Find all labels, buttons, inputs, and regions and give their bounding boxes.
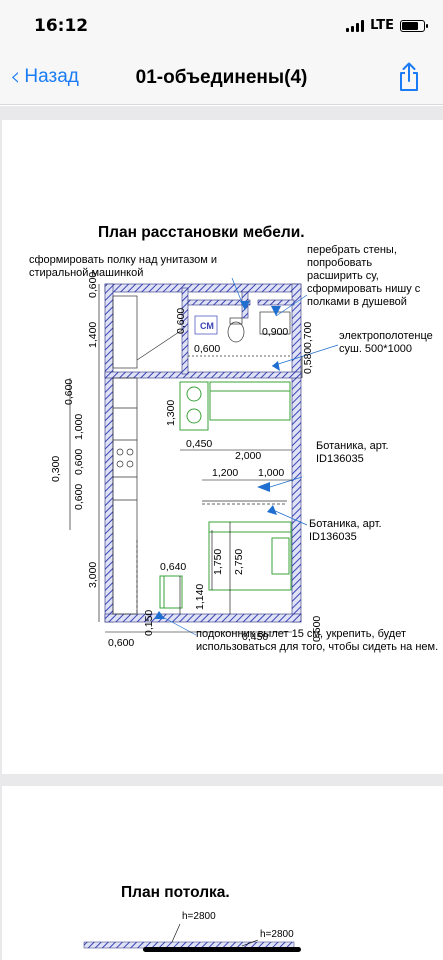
note-walls: перебрать стены, попробовать расширить с… — [307, 244, 421, 308]
document-page-1: План расстановки мебели. сформировать по… — [2, 120, 443, 774]
nav-bar: ‹ Назад 01-объединены(4) — [0, 52, 443, 105]
dim-0150: 0,150 — [143, 610, 155, 636]
dim-1750: 1,750 — [212, 549, 224, 575]
living-furniture — [159, 381, 292, 609]
note-shelf: сформировать полку над унитазом и стирал… — [29, 254, 217, 279]
ceiling-height-1: h=2800 — [182, 911, 216, 922]
dim-0450-bot: 0,450 — [242, 631, 268, 643]
back-label: Назад — [24, 66, 79, 87]
chevron-left-icon: ‹ — [10, 62, 21, 92]
note-botanika-2: Ботаника, арт. ID136035 — [309, 518, 382, 543]
kitchen-cabinets — [112, 295, 183, 615]
status-time: 16:12 — [34, 16, 89, 36]
dim-0640: 0,640 — [160, 561, 186, 573]
document-viewer[interactable]: План расстановки мебели. сформировать по… — [0, 106, 443, 960]
dim-0450-top: 0,450 — [186, 438, 212, 450]
dim-1400: 1,400 — [87, 322, 99, 348]
dim-0600-bot: 0,600 — [108, 637, 134, 649]
dim-2750: 2,750 — [233, 549, 245, 575]
note-towel-dryer: электрополотенце суш. 500*1000 — [339, 330, 433, 355]
dim-0300: 0,300 — [50, 456, 62, 482]
partition — [136, 500, 287, 614]
share-icon — [400, 62, 418, 91]
ceiling-plan-drawing — [83, 923, 295, 949]
dim-1140: 1,140 — [194, 584, 206, 610]
dim-0900: 0,900 — [262, 326, 288, 338]
battery-icon — [400, 19, 428, 32]
share-button[interactable] — [397, 62, 421, 92]
bathroom-fixtures — [188, 311, 292, 357]
home-indicator[interactable] — [143, 947, 301, 952]
ceiling-plan-title: План потолка. — [121, 884, 230, 901]
document-title: 01-объединены(4) — [135, 67, 308, 88]
washer-label: СМ — [200, 321, 214, 331]
dim-1200: 1,200 — [212, 467, 238, 479]
dim-0600-k3: 0,600 — [73, 484, 85, 510]
dim-2000: 2,000 — [235, 450, 261, 462]
dim-0600-wc: 0,600 — [175, 308, 187, 334]
signal-bars-icon — [346, 19, 365, 32]
dim-1300: 1,300 — [165, 400, 177, 426]
annotation-arrows — [154, 301, 281, 619]
network-label: LTE — [370, 18, 394, 33]
furniture-plan-drawing: СМ — [50, 272, 339, 649]
dim-0500: 0,500 — [311, 616, 323, 642]
back-button[interactable]: ‹ Назад — [10, 64, 79, 90]
dim-0600-wc-h: 0,600 — [194, 343, 220, 355]
ceiling-height-2: h=2800 — [260, 929, 294, 940]
document-page-2: План потолка. h=2800 h=2800 — [2, 786, 443, 960]
furniture-plan-title: План расстановки мебели. — [98, 224, 305, 241]
dim-0580: 0,580 — [302, 348, 314, 374]
dim-0600-k1: 0,600 — [63, 379, 75, 405]
dim-0600-k2: 0,600 — [73, 449, 85, 475]
dim-1000-r: 1,000 — [258, 467, 284, 479]
dim-0700: 0,700 — [302, 322, 314, 348]
status-indicators: LTE — [346, 18, 428, 33]
status-bar: 16:12 LTE — [0, 0, 443, 52]
dim-3000: 3,000 — [87, 562, 99, 588]
note-windowsill: подоконник вылет 15 см, укрепить, будет … — [196, 628, 439, 653]
dimension-lines — [69, 284, 303, 633]
dim-0600-top: 0,600 — [87, 272, 99, 298]
dim-1000-k: 1,000 — [73, 414, 85, 440]
note-botanika-1: Ботаника, арт. ID136035 — [316, 440, 389, 465]
